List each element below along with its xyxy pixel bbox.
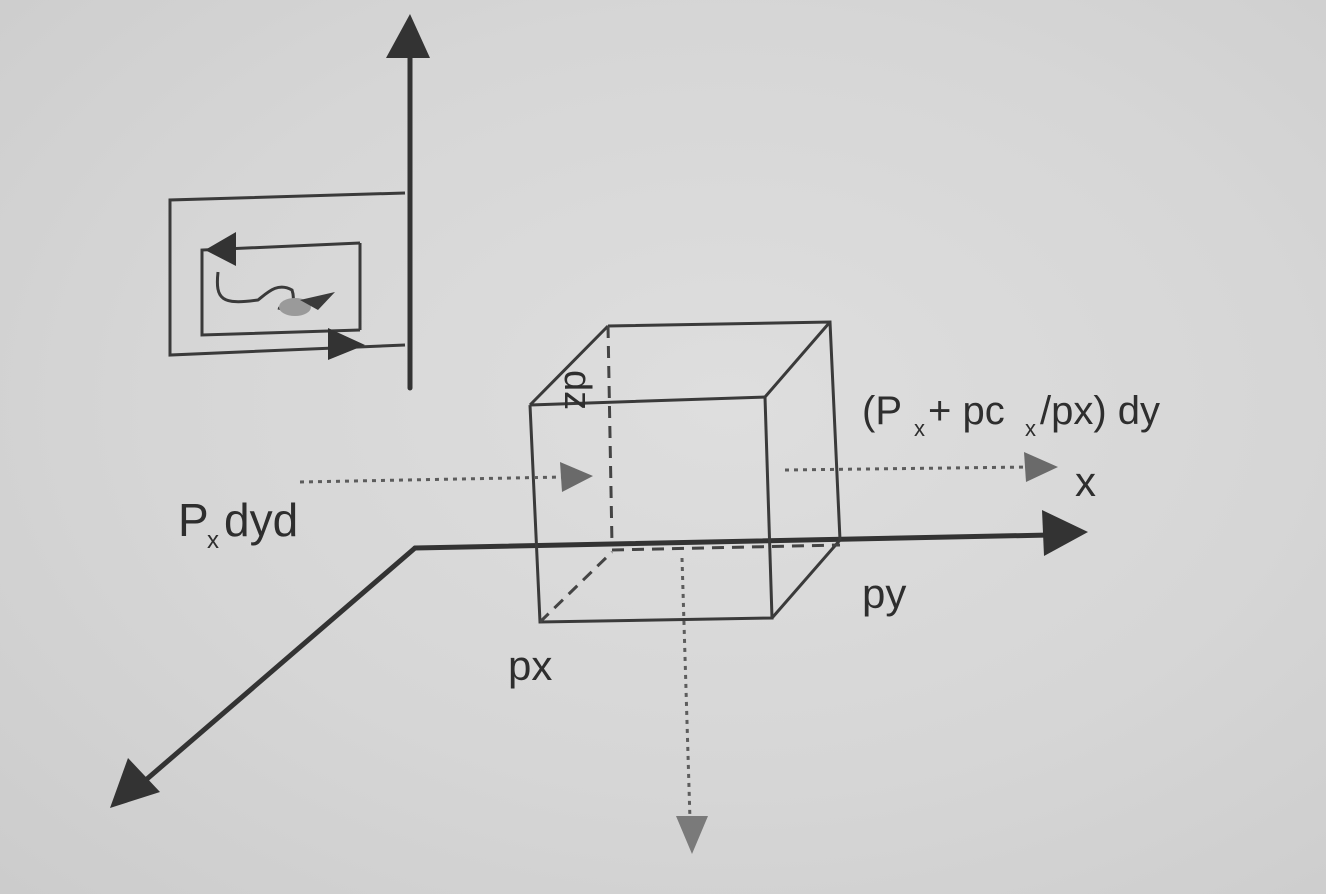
horizontal-axis-arrow-icon [1042,510,1088,556]
inset-right-arrow-icon [328,328,365,360]
label-right-flux-mid: + pc [928,389,1005,433]
label-left-flux-base: P [178,494,209,546]
inset-left-arrow-icon [205,232,236,266]
label-x-axis: x [1075,458,1096,505]
downward-arrow-icon [676,816,708,854]
inset-frame [168,191,406,360]
diagonal-axis-arrow-icon [110,758,160,808]
inset-small-arrow-icon [300,292,335,310]
volume-cube [528,320,842,624]
label-left-flux-rest: dyd [224,494,298,546]
label-right-flux-close: /px) dy [1040,389,1160,433]
inset-blob [279,298,311,316]
label-left-flux-sub: x [207,527,219,554]
label-right-flux: (P x + pc x /px) dy [862,389,1160,441]
label-dz: dz [556,370,598,410]
label-left-flux: P x dyd [178,494,298,554]
vertical-axis-arrow-icon [386,14,430,58]
inflow-arrow-icon [560,462,593,492]
downward-arrow [676,557,708,854]
label-right-flux-open: (P [862,389,902,433]
vertical-axis [386,14,430,391]
horizontal-axis [412,510,1088,556]
label-py: py [862,570,906,617]
label-right-flux-sub2: x [1025,416,1036,441]
label-right-flux-sub1: x [914,416,925,441]
label-px: px [508,642,552,689]
diagonal-axis [110,545,418,808]
flux-arrows [299,452,1058,492]
outflow-arrow-icon [1024,452,1058,482]
